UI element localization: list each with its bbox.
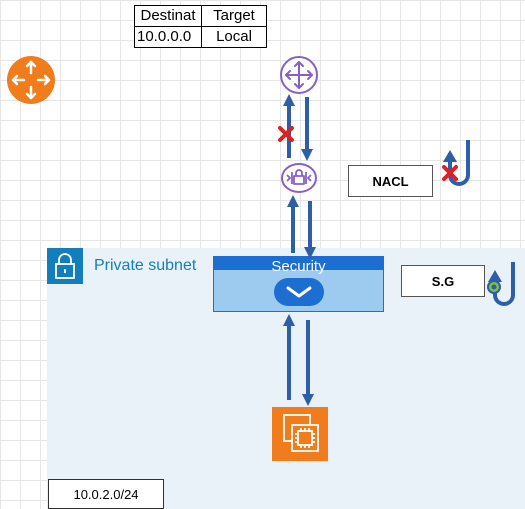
router-move-icon (280, 56, 318, 94)
security-group-label: Security (271, 258, 326, 275)
route-table-cell-destination: 10.0.0.0 (134, 26, 202, 48)
ec2-chip-icon (272, 407, 328, 461)
nacl-label-box: NACL (348, 165, 433, 197)
blocked-cross-icon (278, 126, 294, 142)
route-table-header-target: Target (201, 5, 267, 27)
route-table-row: 10.0.0.0 Local (134, 26, 267, 48)
route-table-header-row: Destinat Target (134, 5, 267, 27)
route-table-header-destination: Destinat (134, 5, 202, 27)
security-group-header (213, 256, 384, 270)
subnet-cidr: 10.0.2.0/24 (48, 479, 164, 509)
padlock-icon (47, 248, 83, 284)
subnet-label: Private subnet (94, 257, 197, 274)
route-table-cell-target: Local (201, 26, 267, 48)
route-table: Destinat Target 10.0.0.0 Local (134, 5, 267, 48)
return-arrow-blocked-icon (442, 140, 470, 186)
router-arrows-icon (7, 56, 55, 104)
sg-label-box: S.G (401, 265, 485, 297)
chevron-down-icon (274, 278, 324, 306)
nacl-lock-icon (281, 163, 317, 193)
